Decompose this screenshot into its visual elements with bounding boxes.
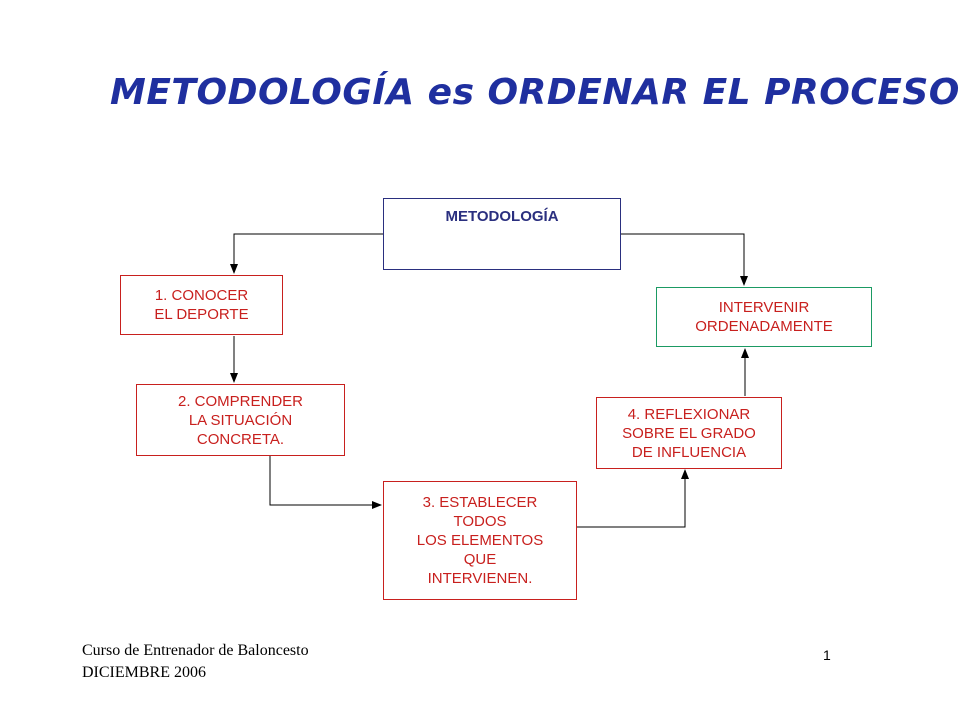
node-step2: 2. COMPRENDER LA SITUACIÓN CONCRETA. <box>136 384 345 456</box>
slide-title: METODOLOGÍA es ORDENAR EL PROCESO <box>110 72 960 113</box>
node-goal-line: INTERVENIR <box>718 299 810 316</box>
footer-course: Curso de Entrenador de Baloncesto DICIEM… <box>82 640 309 684</box>
node-step1-line: 1. CONOCER <box>154 287 249 304</box>
footer-date: DICIEMBRE 2006 <box>82 664 206 681</box>
node-step2-line: LA SITUACIÓN <box>188 411 293 429</box>
node-step3: 3. ESTABLECER TODOS LOS ELEMENTOS QUE IN… <box>383 481 577 600</box>
node-step4-line: 4. REFLEXIONAR <box>627 405 751 423</box>
node-goal-line: ORDENADAMENTE <box>695 318 833 335</box>
node-root-line: METODOLOGÍA <box>445 208 559 225</box>
edge-step3-to-step4 <box>570 469 689 528</box>
node-step3-line: QUE <box>463 551 497 568</box>
node-step1-line: EL DEPORTE <box>154 306 249 323</box>
edge-step2-to-step3 <box>269 456 382 509</box>
node-step1: 1. CONOCER EL DEPORTE <box>120 275 283 335</box>
node-goal: INTERVENIR ORDENADAMENTE <box>656 287 872 347</box>
node-step4-line: SOBRE EL GRADO <box>622 424 756 442</box>
edge-root-to-goal <box>621 233 748 286</box>
node-step4-line: DE INFLUENCIA <box>631 443 747 461</box>
node-step3-line: 3. ESTABLECER <box>422 494 538 511</box>
node-step4: 4. REFLEXIONAR SOBRE EL GRADO DE INFLUEN… <box>596 397 782 469</box>
node-step2-line: 2. COMPRENDER <box>177 392 304 410</box>
edge-root-to-step1 <box>230 233 383 274</box>
node-step2-line: CONCRETA. <box>196 430 285 448</box>
node-root: METODOLOGÍA <box>383 198 621 270</box>
node-step3-line: TODOS <box>453 513 507 530</box>
node-step3-line: INTERVIENEN. <box>427 570 533 587</box>
footer-course-name: Curso de Entrenador de Baloncesto <box>82 642 309 659</box>
page-number: 1 <box>823 647 831 663</box>
node-step3-line: LOS ELEMENTOS <box>416 532 544 549</box>
